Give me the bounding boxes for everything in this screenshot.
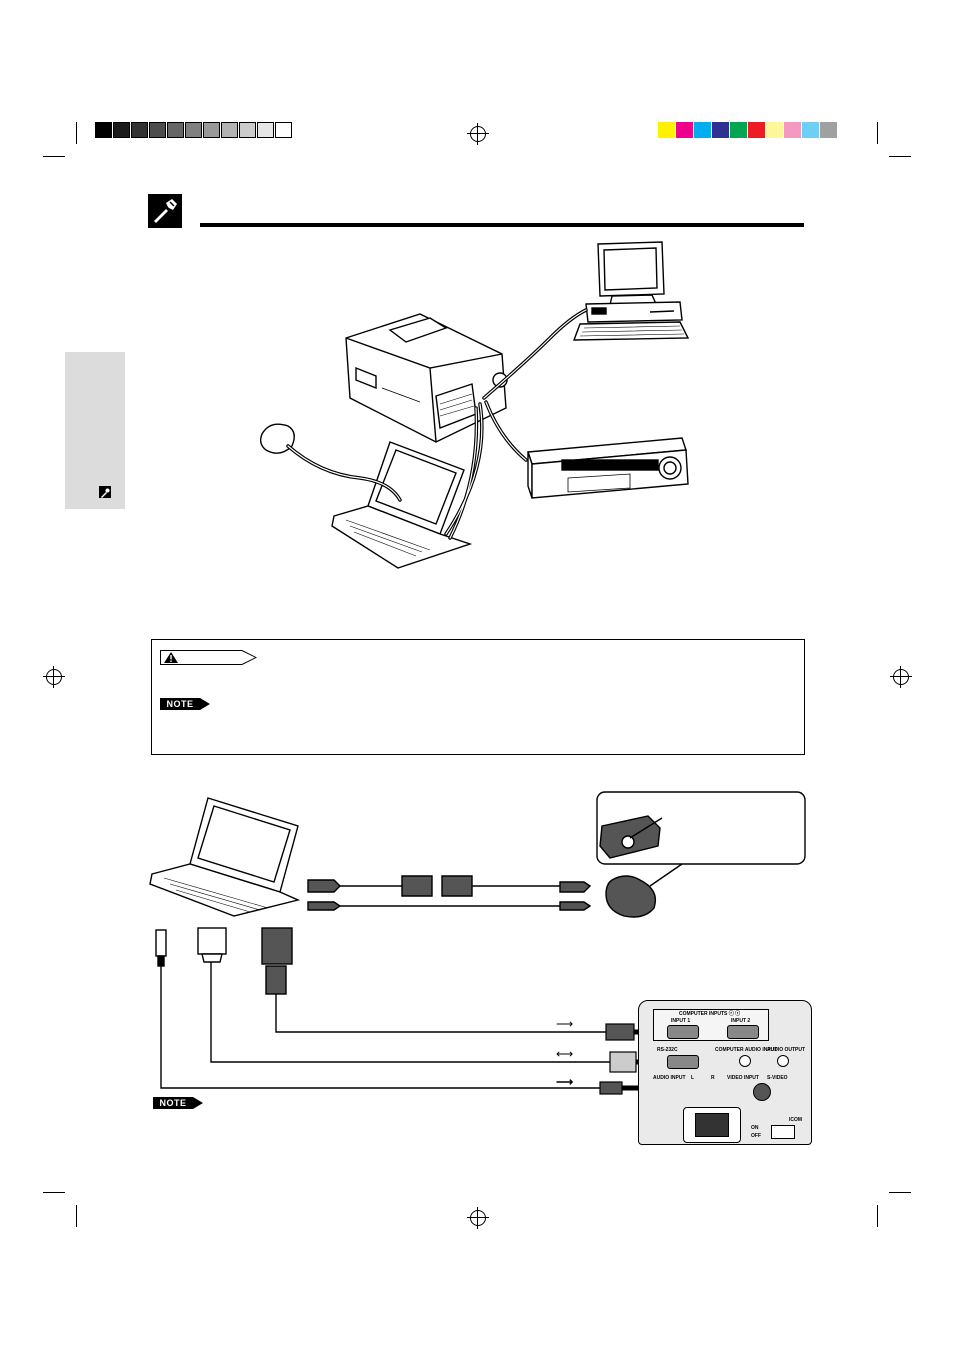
grayscale-swatch	[275, 122, 292, 138]
direction-arrow: ⟶	[556, 1075, 574, 1089]
grayscale-swatch	[221, 122, 238, 138]
color-swatch	[784, 122, 801, 138]
grayscale-swatch	[239, 122, 256, 138]
crop-mark	[889, 1192, 911, 1193]
registration-mark-icon	[890, 666, 912, 688]
crop-mark	[43, 1192, 65, 1193]
video-input-label: VIDEO INPUT	[727, 1075, 759, 1081]
kensington-slot	[771, 1125, 795, 1139]
header-rule	[200, 223, 804, 227]
grayscale-swatch	[131, 122, 148, 138]
color-swatch	[694, 122, 711, 138]
grayscale-swatch	[167, 122, 184, 138]
grayscale-swatch	[257, 122, 274, 138]
color-swatch	[730, 122, 747, 138]
direction-arrow: ⟶	[556, 1017, 574, 1031]
note-label-text: NOTE	[160, 698, 200, 710]
crop-mark	[43, 156, 65, 157]
grayscale-swatch	[149, 122, 166, 138]
computer-audio-label: COMPUTER AUDIO INPUT	[715, 1047, 778, 1053]
note-label-text: NOTE	[153, 1097, 193, 1109]
note-label: NOTE	[160, 698, 212, 710]
rs232c-label: RS-232C	[657, 1047, 678, 1053]
color-swatch	[658, 122, 675, 138]
grayscale-swatch	[185, 122, 202, 138]
direction-arrow: ⟷	[556, 1047, 574, 1061]
audio-output-label: AUDIO OUTPUT	[767, 1047, 806, 1053]
note-label: NOTE	[153, 1097, 205, 1109]
registration-mark-icon	[467, 123, 489, 145]
audio-r-label: R	[711, 1075, 715, 1081]
input2-port	[727, 1025, 759, 1039]
projector-rear-panel: COMPUTER INPUTS ⓡ ⓡ INPUT 1 INPUT 2 RS-2…	[638, 1000, 812, 1145]
wrench-icon	[99, 486, 111, 498]
crop-mark	[877, 122, 878, 144]
color-swatch	[676, 122, 693, 138]
audio-input-label: AUDIO INPUT	[653, 1075, 686, 1081]
crop-mark	[76, 1205, 77, 1227]
color-swatch	[802, 122, 819, 138]
input1-port	[667, 1025, 699, 1039]
brand-label: ICOM	[789, 1117, 803, 1123]
s-video-label: S-VIDEO	[767, 1075, 788, 1081]
audio-output-jack	[777, 1055, 789, 1067]
side-tab	[65, 352, 125, 509]
crop-mark	[76, 122, 77, 144]
on-label: ON	[751, 1125, 759, 1131]
wrench-icon	[148, 194, 182, 228]
caution-note-box	[151, 639, 805, 755]
warning-icon	[160, 650, 257, 665]
crop-mark	[889, 156, 911, 157]
grayscale-swatch	[113, 122, 130, 138]
color-swatch	[712, 122, 729, 138]
registration-mark-icon	[467, 1207, 489, 1229]
color-swatch	[820, 122, 837, 138]
computer-inputs-label: COMPUTER INPUTS ⓡ ⓡ	[679, 1011, 741, 1017]
color-swatch	[748, 122, 765, 138]
crop-mark	[877, 1205, 878, 1227]
audio-l-label: L	[691, 1075, 695, 1081]
grayscale-swatch	[203, 122, 220, 138]
input2-label: INPUT 2	[731, 1018, 751, 1024]
input1-label: INPUT 1	[671, 1018, 691, 1024]
s-video-port	[753, 1083, 771, 1101]
system-connection-illustration	[259, 241, 690, 569]
computer-connection-diagram	[149, 791, 806, 1095]
color-swatch	[766, 122, 783, 138]
grayscale-swatch	[95, 122, 112, 138]
registration-mark-icon	[43, 666, 65, 688]
off-label: OFF	[751, 1133, 761, 1139]
rs232c-port	[667, 1055, 699, 1069]
computer-audio-jack	[739, 1055, 751, 1067]
